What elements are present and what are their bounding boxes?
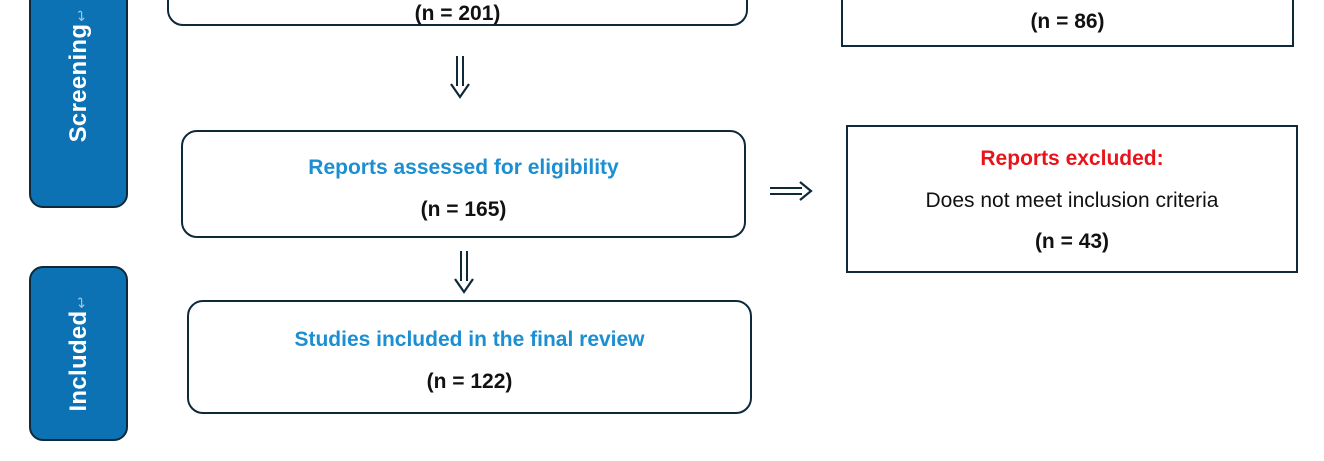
reports-excluded-reason: Does not meet inclusion criteria [925,189,1219,212]
eligibility-box: Reports assessed for eligibility (n = 16… [181,130,746,238]
records-screened-box: (n = 201) [167,0,748,26]
records-excluded-box: (n = 86) [841,0,1294,47]
right-arrow-icon [770,181,813,201]
reports-excluded-box: Reports excluded: Does not meet inclusio… [846,125,1298,273]
studies-included-box: Studies included in the final review (n … [187,300,752,414]
studies-included-count: (n = 122) [426,370,513,393]
eligibility-title: Reports assessed for eligibility [308,156,619,179]
return-mark-icon: ↩ [72,9,89,22]
down-arrow-icon [454,251,474,294]
eligibility-count: (n = 165) [420,198,507,221]
reports-excluded-title: Reports excluded: [980,147,1164,170]
records-screened-count: (n = 201) [414,2,501,25]
phase-screening: Screening↩ [29,0,128,208]
studies-included-title: Studies included in the final review [294,328,645,351]
return-mark-icon: ↩ [72,295,89,308]
phase-screening-label: Screening↩ [64,9,92,143]
reports-excluded-count: (n = 43) [1034,230,1110,253]
phase-included-label: Included↩ [64,295,92,412]
records-excluded-count: (n = 86) [1030,10,1105,33]
down-arrow-icon [450,56,470,99]
phase-included: Included↩ [29,266,128,441]
